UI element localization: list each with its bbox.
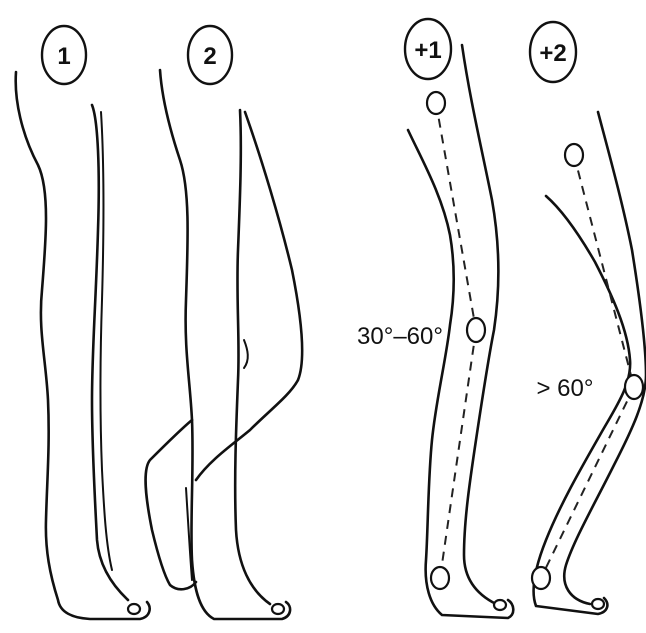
figure-plus2-leg-front-outline [564, 112, 646, 604]
figure-plus1-hip-joint [427, 92, 445, 114]
figure-plus2-knee-joint [625, 375, 643, 399]
figure-2-bent-leg-thigh [196, 112, 302, 480]
figure-2-badge: 2 [188, 26, 232, 84]
figure-plus2-angle-annotation: > 60° [537, 375, 594, 402]
figure-plus2-hip-joint [565, 144, 583, 166]
figure-plus2-ankle-joint [532, 567, 550, 589]
figure-1-shin-contour [101, 112, 113, 570]
figure-2-standing-leg-back [160, 70, 290, 619]
figure-2-toe [272, 604, 284, 614]
figure-plus1-knee-joint [467, 318, 485, 342]
figure-plus2: +2 > 60° [530, 22, 646, 614]
figure-2-knee-contour [244, 340, 248, 368]
figure-plus2-thigh-axis [574, 155, 634, 387]
figure-plus2-label: +2 [539, 40, 566, 67]
figure-2: 2 [146, 26, 303, 619]
figure-1: 1 [16, 26, 150, 619]
figure-plus1-badge: +1 [405, 19, 451, 79]
figure-1-toe [128, 604, 140, 614]
figure-plus2-badge: +2 [530, 22, 576, 82]
figure-plus1-angle-annotation: 30°–60° [357, 323, 443, 350]
figure-2-label: 2 [203, 43, 216, 70]
figure-2-bent-leg-calf [146, 420, 196, 589]
figure-plus1-label: +1 [414, 37, 441, 64]
figure-plus1-thigh-axis [436, 103, 476, 330]
figure-plus1: +1 30°–60° [357, 19, 513, 618]
figure-plus1-leg-back-outline [408, 130, 513, 618]
figure-2-standing-leg-front [235, 110, 270, 604]
figure-plus1-toe [494, 600, 506, 610]
figure-plus2-toe [592, 599, 604, 609]
figure-plus2-leg-back-outline [534, 196, 631, 614]
figure-plus2-shin-axis [541, 387, 634, 578]
figure-1-leg-back-outline [16, 72, 150, 619]
figure-1-badge: 1 [42, 26, 86, 84]
figure-plus1-shin-axis [440, 330, 476, 578]
figure-1-leg-front-outline [92, 105, 128, 600]
figure-1-label: 1 [57, 43, 70, 70]
figure-plus1-ankle-joint [431, 567, 449, 589]
